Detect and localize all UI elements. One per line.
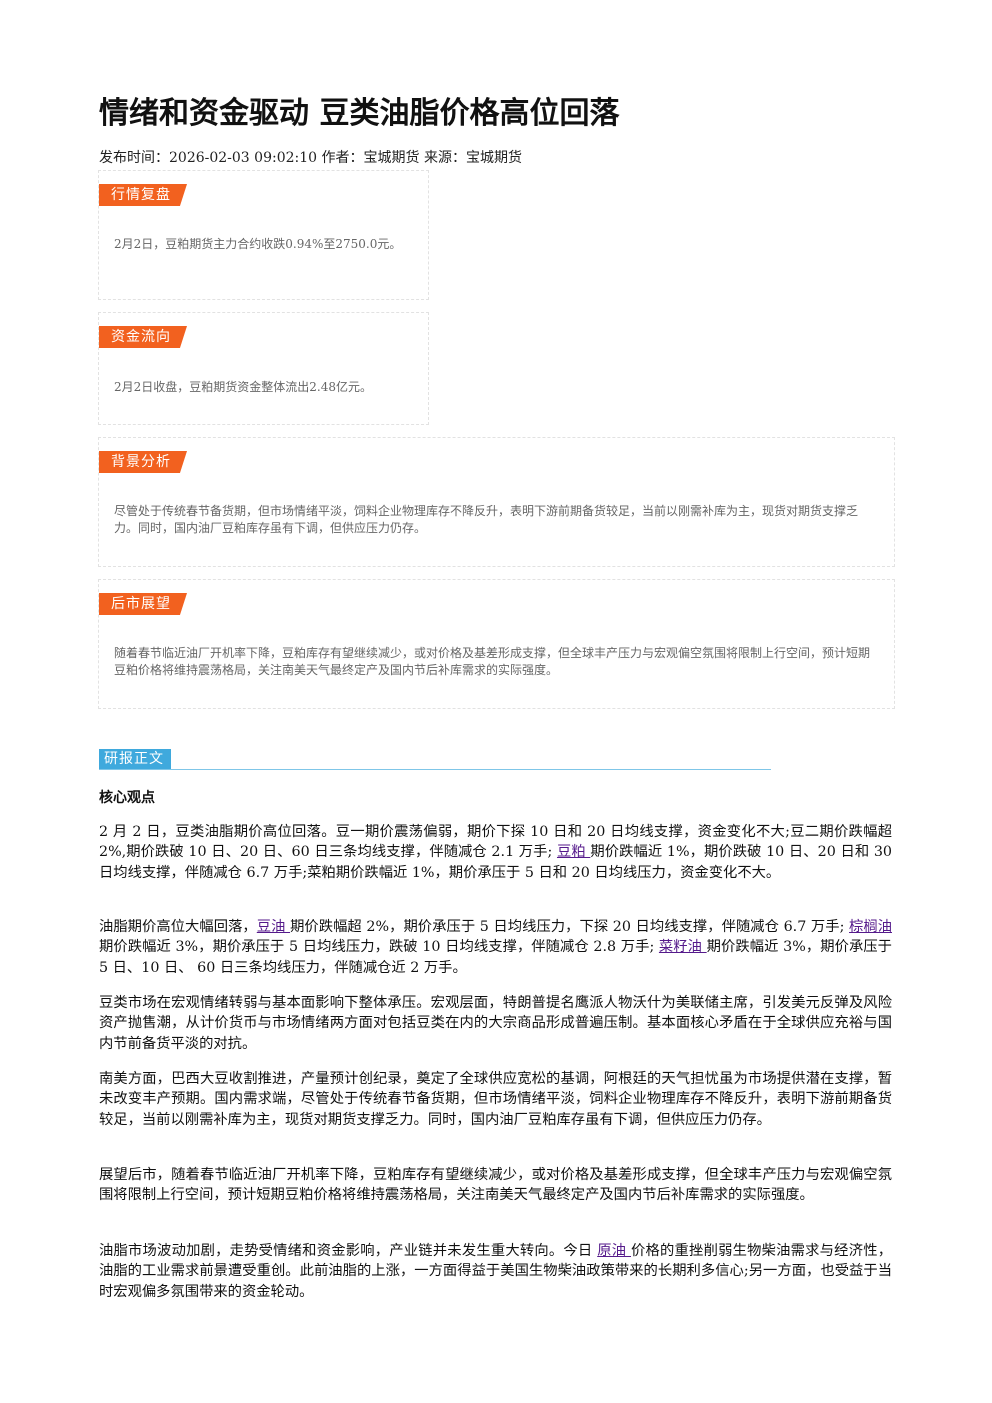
p6-text-a: 油脂市场波动加剧，走势受情绪和资金影响，产业链并未发生重大转向。今日 xyxy=(99,1243,598,1259)
crude-oil-link[interactable]: 原油 xyxy=(597,1243,631,1259)
p2-text-a: 油脂期价高位大幅回落， xyxy=(99,919,257,935)
report-paragraph-3: 豆类市场在宏观情绪转弱与基本面影响下整体承压。宏观层面，特朗普提名鹰派人物沃什为… xyxy=(99,995,892,1052)
outlook-text: 随着春节临近油厂开机率下降，豆粕库存有望继续减少，或对价格及基差形成支撑，但全球… xyxy=(114,646,871,677)
p1-text-b: 期价跌幅近 1%，期价跌破 10 日、20 日和 30 日均线支撑，伴随减仓 6… xyxy=(99,844,893,881)
p2-text-d: 期价跌幅近 3%，期价承压于 5 日、10 日、 60 日三条均线压力，伴随减仓… xyxy=(99,939,892,976)
outlook-card: 后市展望 随着春节临近油厂开机率下降，豆粕库存有望继续减少，或对价格及基差形成支… xyxy=(98,579,895,709)
p2-text-c: 期价跌幅近 3%，期价承压于 5 日均线压力，跌破 10 日均线支撑，伴随减仓 … xyxy=(99,939,659,956)
core-view-heading: 核心观点 xyxy=(99,790,155,806)
report-paragraph-6: 油脂市场波动加剧，走势受情绪和资金影响，产业链并未发生重大转向。今日 原油 价格… xyxy=(99,1241,892,1302)
background-card: 背景分析 尽管处于传统春节备货期，但市场情绪平淡，饲料企业物理库存不降反升，表明… xyxy=(98,437,895,567)
p1-text-a: 2 月 2 日，豆类油脂期价高位回落。豆一期价震荡偏弱，期价下探 10 日和 2… xyxy=(99,824,892,861)
background-text: 尽管处于传统春节备货期，但市场情绪平淡，饲料企业物理库存不降反升，表明下游前期备… xyxy=(114,504,859,535)
report-paragraph-1: 2 月 2 日，豆类油脂期价高位回落。豆一期价震荡偏弱，期价下探 10 日和 2… xyxy=(99,822,892,883)
market-review-tag: 行情复盘 xyxy=(99,184,187,206)
background-tag: 背景分析 xyxy=(99,451,187,473)
report-paragraph-4: 南美方面，巴西大豆收割推进，产量预计创纪录，奠定了全球供应宽松的基调，阿根廷的天… xyxy=(99,1071,892,1128)
fund-flow-card: 资金流向 2月2日收盘，豆粕期货资金整体流出2.48亿元。 xyxy=(98,312,429,425)
rapeseed-oil-link[interactable]: 菜籽油 xyxy=(658,939,707,956)
market-review-text: 2月2日，豆粕期货主力合约收跌0.94%至2750.0元。 xyxy=(114,237,402,251)
report-paragraph-5: 展望后市，随着春节临近油厂开机率下降，豆粕库存有望继续减少，或对价格及基差形成支… xyxy=(99,1167,892,1204)
report-paragraph-2: 油脂期价高位大幅回落，豆油 期价跌幅超 2%，期价承压于 5 日均线压力，下探 … xyxy=(99,917,892,978)
fund-flow-text: 2月2日收盘，豆粕期货资金整体流出2.48亿元。 xyxy=(114,380,372,394)
page-title: 情绪和资金驱动 豆类油脂价格高位回落 xyxy=(99,96,620,131)
outlook-tag: 后市展望 xyxy=(99,593,187,615)
report-section-header: 研报正文 xyxy=(99,749,771,770)
market-review-card: 行情复盘 2月2日，豆粕期货主力合约收跌0.94%至2750.0元。 xyxy=(98,170,429,300)
report-section-tag: 研报正文 xyxy=(99,749,171,769)
soymeal-link[interactable]: 豆粕 xyxy=(556,844,591,861)
soybean-oil-link[interactable]: 豆油 xyxy=(256,919,291,935)
p6-text-b: 价格的重挫削弱生物柴油需求与经济性，油脂的工业需求前景遭受重创。此前油脂的上涨，… xyxy=(99,1243,893,1300)
publish-meta: 发布时间：2026-02-03 09:02:10 作者：宝城期货 来源：宝城期货 xyxy=(99,150,522,166)
palm-oil-link[interactable]: 棕榈油 xyxy=(849,919,892,935)
fund-flow-tag: 资金流向 xyxy=(99,326,187,348)
p2-text-b: 期价跌幅超 2%，期价承压于 5 日均线压力，下探 20 日均线支撑，伴随减仓 … xyxy=(290,919,850,935)
